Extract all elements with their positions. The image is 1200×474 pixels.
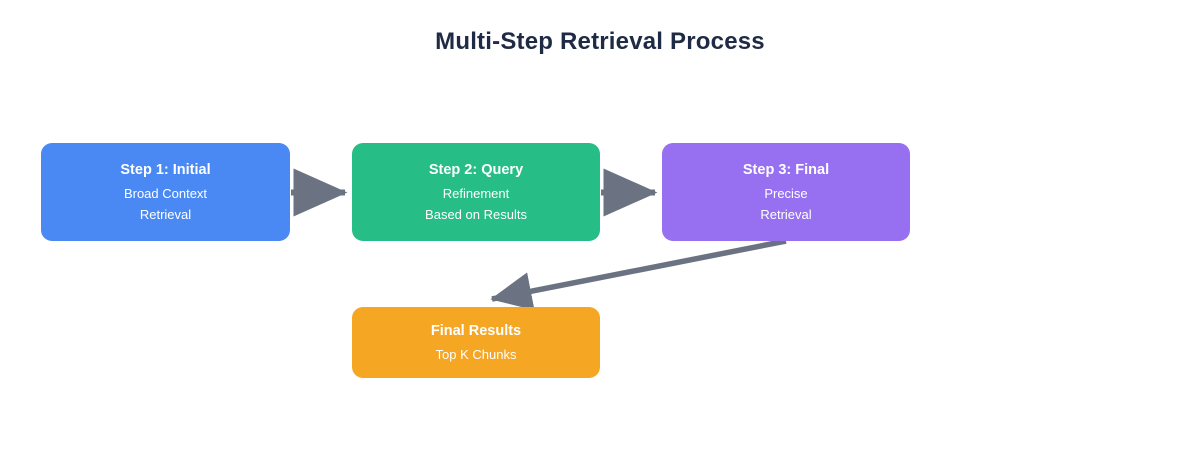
node-final-results-title: Final Results (430, 323, 522, 340)
node-step3-line-1: Precise (764, 185, 808, 201)
page-title: Multi-Step Retrieval Process (435, 28, 765, 55)
node-final-results-line-1: Top K Chunks (435, 346, 517, 362)
node-step3[interactable]: Step 3: Final Precise Retrieval (662, 143, 910, 241)
edge-step3-to-final (490, 238, 787, 311)
node-step3-line-2: Retrieval (760, 206, 812, 222)
node-step2[interactable]: Step 2: Query Refinement Based on Result… (352, 143, 600, 241)
node-step2-line-2: Based on Results (425, 206, 527, 222)
node-step1[interactable]: Step 1: Initial Broad Context Retrieval (41, 143, 290, 241)
node-step2-title: Step 2: Query (428, 162, 524, 179)
node-step1-line-1: Broad Context (123, 185, 208, 201)
node-step1-title: Step 1: Initial (120, 162, 211, 179)
node-final-results[interactable]: Final Results Top K Chunks (352, 307, 600, 378)
node-step2-line-1: Refinement (442, 185, 510, 201)
node-step1-line-2: Retrieval (139, 206, 192, 222)
node-step3-title: Step 3: Final (742, 162, 830, 179)
